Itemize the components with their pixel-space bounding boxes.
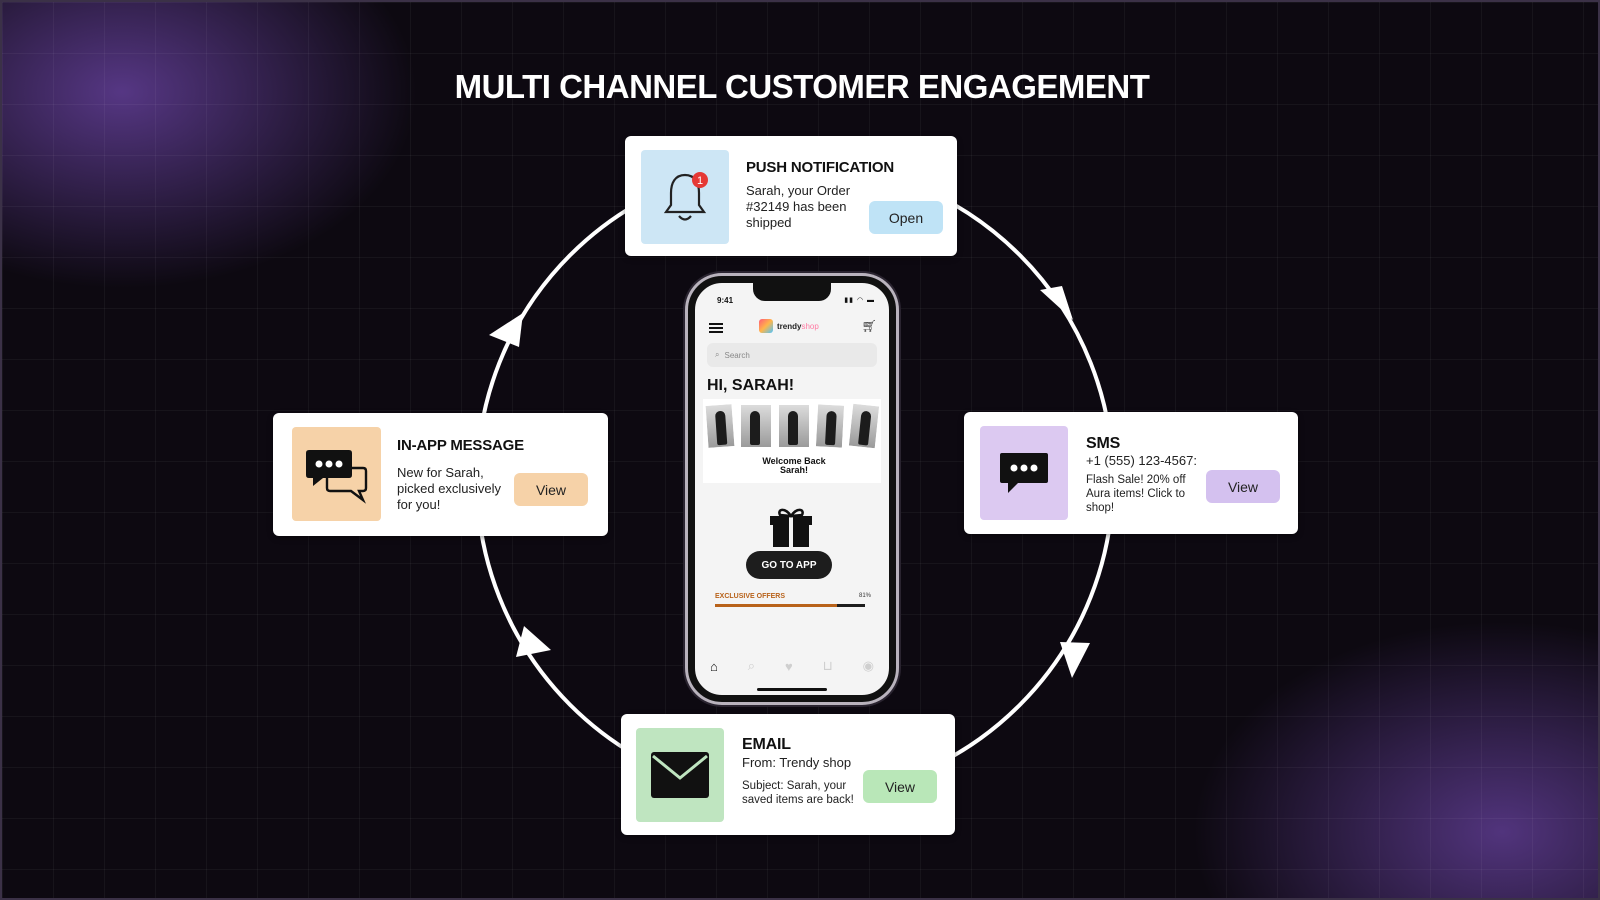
offers-percent: 81% xyxy=(858,593,871,599)
banner-photo xyxy=(739,403,773,449)
search-input[interactable]: ⌕ Search xyxy=(707,343,877,367)
search-placeholder: Search xyxy=(724,350,750,360)
cart-icon[interactable]: ⊔ xyxy=(822,658,833,673)
in-app-message-text: New for Sarah, picked exclusively for yo… xyxy=(397,465,502,512)
banner-photo xyxy=(777,403,811,449)
push-notification-card: 1 PUSH NOTIFICATION Sarah, your Order #3… xyxy=(625,136,957,256)
sms-view-button[interactable]: View xyxy=(1206,470,1280,503)
brand-logo: trendyshop xyxy=(759,319,819,333)
arrow-head-top-left xyxy=(489,313,523,347)
welcome-banner[interactable]: Welcome Back Sarah! xyxy=(703,399,881,483)
push-icon-tile: 1 xyxy=(641,150,729,244)
home-icon[interactable]: ⌂ xyxy=(709,658,718,674)
search-icon: ⌕ xyxy=(715,350,720,359)
bell-icon: 1 xyxy=(663,172,708,221)
email-subject: Subject: Sarah, your saved items are bac… xyxy=(742,780,854,806)
push-message: Sarah, your Order #32149 has been shippe… xyxy=(746,183,851,230)
in-app-title: IN-APP MESSAGE xyxy=(397,437,524,454)
in-app-view-button[interactable]: View xyxy=(514,473,588,506)
status-icons: ▮▮ ◠ ▬ xyxy=(844,297,875,304)
gift-icon xyxy=(770,508,812,547)
cart-icon[interactable]: 🛒︎ xyxy=(861,319,877,333)
notification-badge-count: 1 xyxy=(697,175,703,187)
in-app-message-card: IN-APP MESSAGE New for Sarah, picked exc… xyxy=(273,413,608,536)
push-title: PUSH NOTIFICATION xyxy=(746,159,894,176)
email-title: EMAIL xyxy=(742,736,791,753)
heart-icon[interactable]: ♥ xyxy=(784,658,793,674)
notification-badge xyxy=(692,172,708,188)
offers-label: EXCLUSIVE OFFERS xyxy=(715,593,786,600)
offers-progress-fill xyxy=(715,604,837,607)
sms-message: Flash Sale! 20% off Aura items! Click to… xyxy=(1086,474,1186,514)
email-from: From: Trendy shop xyxy=(742,755,852,770)
email-card: EMAIL From: Trendy shop Subject: Sarah, … xyxy=(621,714,955,835)
phone-notch xyxy=(753,283,831,301)
offers-progress-bar xyxy=(715,604,865,607)
phone-mockup: 9:41 ▮▮ ◠ ▬ trendyshop 🛒︎ ⌕ Search HI, S… xyxy=(688,276,896,702)
go-to-app-button[interactable]: GO TO APP xyxy=(746,551,832,579)
status-time: 9:41 xyxy=(717,296,734,305)
email-view-button[interactable]: View xyxy=(863,770,937,803)
arrow-head-bottom-left xyxy=(516,626,551,657)
greeting: HI, SARAH! xyxy=(707,377,795,394)
banner-photo xyxy=(846,401,881,451)
home-indicator xyxy=(757,688,827,691)
email-icon-tile xyxy=(636,728,724,822)
brand-suffix: shop xyxy=(801,321,819,331)
speech-bubble-icon xyxy=(1000,453,1048,493)
brand-logo-icon xyxy=(759,319,773,333)
arrow-head-bottom-right xyxy=(1060,642,1090,678)
arrow-head-top-right xyxy=(1040,286,1073,320)
sms-card: SMS +1 (555) 123-4567: Flash Sale! 20% o… xyxy=(964,412,1298,534)
menu-icon[interactable] xyxy=(709,323,723,333)
page-title: MULTI CHANNEL CUSTOMER ENGAGEMENT xyxy=(454,68,1150,105)
banner-welcome-text: Welcome Back Sarah! xyxy=(762,456,826,475)
brand-name: trendy xyxy=(777,321,802,331)
banner-photo xyxy=(813,402,847,450)
search-icon[interactable]: ⌕ xyxy=(747,658,756,673)
sms-icon-tile xyxy=(980,426,1068,520)
in-app-icon-tile xyxy=(292,427,381,521)
envelope-icon xyxy=(651,752,709,798)
chat-bubbles-icon xyxy=(305,450,367,504)
bottom-tab-bar: ⌂ ⌕ ♥ ⊔ ◉ xyxy=(695,649,889,683)
profile-icon[interactable]: ◉ xyxy=(862,658,874,673)
open-button[interactable]: Open xyxy=(869,201,943,234)
sms-title: SMS xyxy=(1086,435,1121,452)
sms-phone: +1 (555) 123-4567: xyxy=(1086,453,1197,468)
banner-photo xyxy=(703,402,737,450)
